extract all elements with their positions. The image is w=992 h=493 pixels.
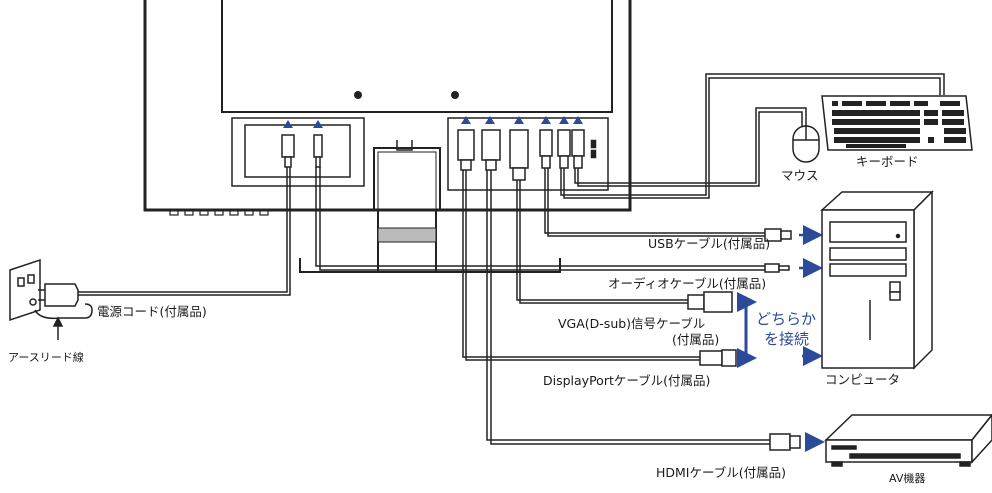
ground-wire-label: アースリード線	[8, 350, 84, 364]
computer-label: コンピュータ	[825, 372, 900, 387]
mouse-icon	[792, 125, 820, 163]
audio-cable-label: オーディオケーブル(付属品)	[608, 276, 766, 291]
cable-plugs	[687, 228, 801, 451]
monitor-rear	[143, 0, 632, 273]
mouse-label: マウス	[781, 168, 819, 183]
av-device-icon	[824, 413, 992, 467]
monitor-connectors	[281, 129, 585, 181]
power-plug-icon	[34, 283, 93, 320]
keyboard-label: キーボード	[856, 154, 919, 169]
wall-outlet-icon	[9, 258, 41, 322]
either-bracket	[740, 304, 748, 357]
cables	[78, 73, 945, 445]
av-device-label: AV機器	[889, 471, 925, 485]
power-cord-label: 電源コード(付属品)	[97, 304, 207, 319]
keyboard-icon	[821, 95, 973, 151]
ground-arrow	[52, 316, 64, 340]
displayport-cable-label: DisplayPortケーブル(付属品)	[543, 373, 710, 388]
hdmi-cable-label: HDMIケーブル(付属品)	[656, 465, 786, 480]
port-arrows	[283, 116, 583, 128]
vga-cable-note-label: (付属品)	[672, 332, 719, 347]
either-connect-line1: どちらか	[756, 310, 816, 328]
pc-tower-icon	[820, 190, 934, 370]
vga-cable-label: VGA(D-sub)信号ケーブル	[558, 316, 705, 331]
device-arrows	[737, 225, 825, 452]
usb-cable-label: USBケーブル(付属品)	[648, 236, 770, 251]
either-connect-line2: を接続	[764, 330, 809, 348]
